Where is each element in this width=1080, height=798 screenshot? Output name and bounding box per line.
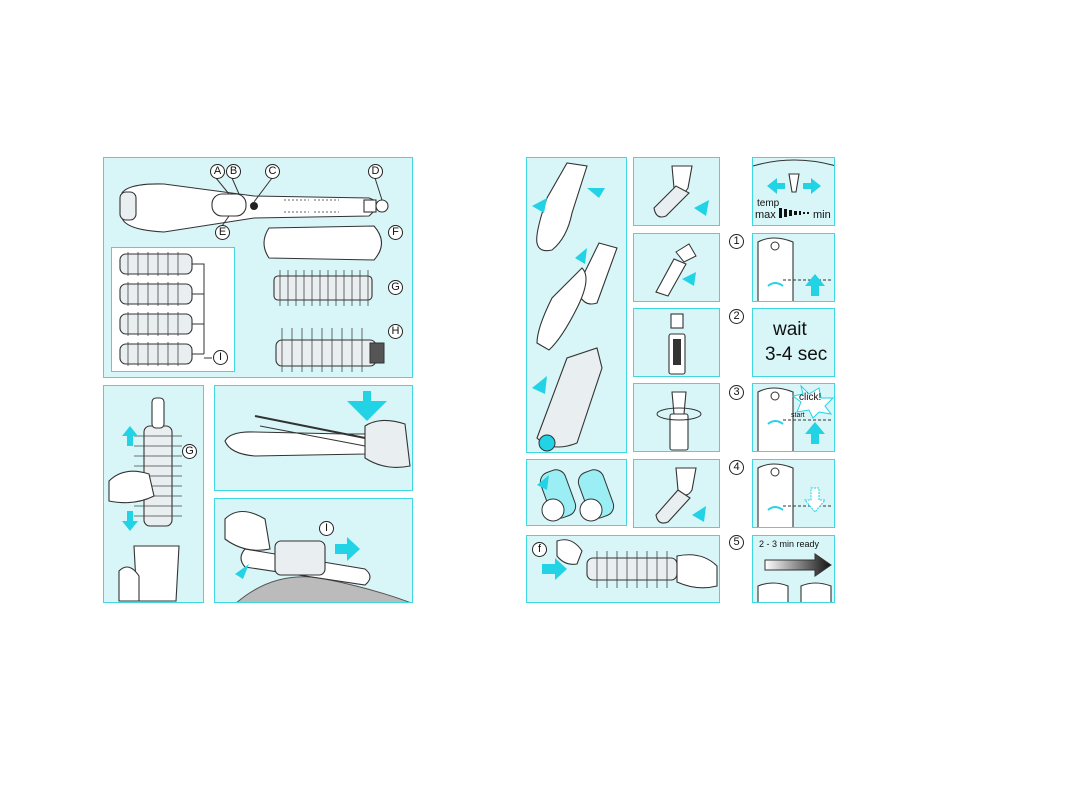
max-label: max	[755, 209, 776, 221]
temp-label: temp	[757, 198, 780, 209]
temp-panel: temp max min	[752, 157, 835, 226]
cap-removal-panel	[214, 385, 413, 491]
step-1-label: 1	[729, 234, 744, 249]
label-g-brush: G	[182, 444, 197, 459]
step-4-panel	[752, 459, 835, 528]
label-i-roller: I	[319, 521, 334, 536]
overview-illustration	[119, 177, 389, 372]
brush-attach-panel: G	[103, 385, 204, 603]
step-b-panel	[633, 233, 720, 302]
cleaning-panel	[526, 157, 627, 453]
step-5-panel: 2 - 3 min ready	[752, 535, 835, 603]
label-g: G	[388, 280, 403, 295]
temp-illustration	[753, 159, 834, 218]
cleaning-illustration	[532, 162, 618, 452]
label-d: D	[368, 164, 383, 179]
wait-label: wait	[773, 319, 807, 340]
step-b-illustration	[655, 243, 697, 297]
step-f-panel: f	[526, 535, 720, 603]
cap-removal-illustration	[224, 391, 411, 468]
brush-attach-illustration	[108, 397, 182, 602]
start-label: start	[791, 412, 805, 419]
step-1-illustration	[757, 237, 833, 301]
step-3-illustration	[757, 384, 834, 451]
roller-use-illustration	[224, 510, 411, 602]
min-label: min	[813, 209, 831, 221]
step-e-panel	[633, 459, 720, 528]
step-e-illustration	[655, 467, 706, 524]
step-5-illustration	[757, 553, 832, 602]
label-f: F	[388, 225, 403, 240]
step-a-illustration	[653, 165, 709, 218]
step-1-panel	[752, 233, 835, 302]
step-c-illustration	[668, 313, 686, 375]
step-f-label: f	[532, 542, 547, 557]
step-2-panel: wait 3-4 sec	[752, 308, 835, 377]
ready-label: 2 - 3 min ready	[759, 539, 820, 549]
step-c-panel	[633, 308, 720, 377]
step-a-panel	[633, 157, 720, 226]
wait-time-label: 3-4 sec	[765, 344, 828, 365]
step-d-illustration	[656, 391, 702, 451]
click-label: click!	[799, 392, 822, 403]
label-a: A	[210, 164, 225, 179]
roller-clean-illustration	[537, 469, 615, 522]
step-d-panel	[633, 383, 720, 452]
step-3-panel: click! start	[752, 383, 835, 452]
step-5-label: 5	[729, 535, 744, 550]
label-b: B	[226, 164, 241, 179]
overview-panel: A B C D E F G H I	[103, 157, 413, 378]
label-c: C	[265, 164, 280, 179]
roller-clean-panel	[526, 459, 627, 526]
step-4-label: 4	[729, 460, 744, 475]
roller-use-panel: I	[214, 498, 413, 603]
label-i: I	[213, 350, 228, 365]
label-e: E	[215, 225, 230, 240]
step-3-label: 3	[729, 385, 744, 400]
label-h: H	[388, 324, 403, 339]
step-2-label: 2	[729, 309, 744, 324]
step-f-illustration	[542, 539, 718, 589]
step-4-illustration	[757, 463, 833, 527]
